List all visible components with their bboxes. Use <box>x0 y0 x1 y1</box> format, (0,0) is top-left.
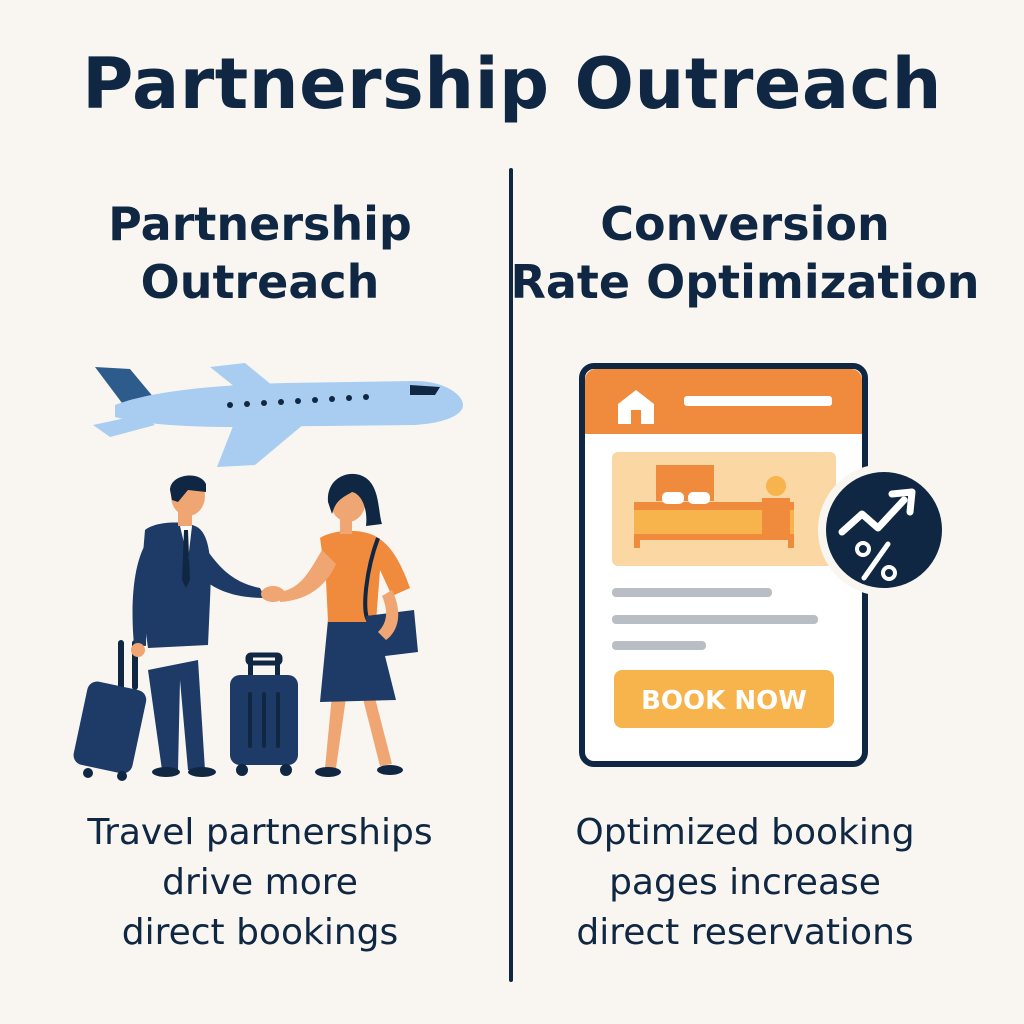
booking-page-mockup: BOOK NOW <box>579 363 950 767</box>
suitcase-icon <box>73 640 147 781</box>
home-icon <box>618 390 654 424</box>
right-caption-line-3: direct reservations <box>576 912 914 953</box>
businessman-icon <box>131 475 265 777</box>
left-caption-line-2: drive more <box>162 862 358 903</box>
left-title-line-1: Partnership <box>108 197 412 251</box>
book-now-button <box>614 670 834 728</box>
growth-percent-icon <box>818 464 950 596</box>
book-now-label: BOOK NOW <box>641 686 807 716</box>
right-caption-line-1: Optimized booking <box>575 812 915 853</box>
right-title-line-1: Conversion <box>600 197 890 251</box>
lamp-icon <box>762 476 790 540</box>
left-caption: Travel partnerships drive more direct bo… <box>0 808 520 958</box>
handshake-icon <box>261 586 285 602</box>
left-caption-line-1: Travel partnerships <box>87 812 433 853</box>
airplane-icon <box>93 363 463 467</box>
left-title-line-2: Outreach <box>140 255 380 309</box>
right-column-title: Conversion Rate Optimization <box>500 195 990 311</box>
traveler-woman-icon <box>280 473 418 777</box>
right-title-line-2: Rate Optimization <box>510 255 980 309</box>
page-title: Partnership Outreach <box>82 43 942 125</box>
right-caption-line-2: pages increase <box>609 862 881 903</box>
travelers-handshake-illustration <box>73 473 418 781</box>
column-divider <box>509 168 513 982</box>
suitcase-icon <box>230 652 298 776</box>
right-caption: Optimized booking pages increase direct … <box>495 808 995 958</box>
bed-icon <box>634 465 794 548</box>
left-column-title: Partnership Outreach <box>0 195 520 311</box>
left-caption-line-3: direct bookings <box>121 912 399 953</box>
